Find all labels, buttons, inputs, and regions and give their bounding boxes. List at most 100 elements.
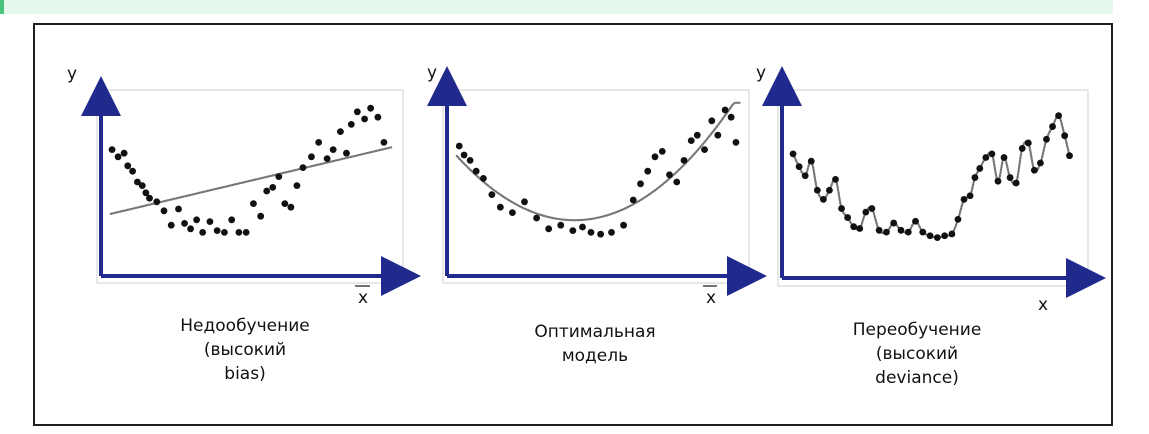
caption-optimal-line-2: модель <box>561 346 629 366</box>
data-point <box>199 229 207 236</box>
data-point <box>281 200 289 208</box>
data-point <box>496 203 504 211</box>
data-point <box>883 228 890 236</box>
data-point <box>948 230 956 238</box>
data-point <box>862 208 870 216</box>
panel-overfit-x-label: x <box>1038 295 1048 315</box>
data-point <box>347 121 355 128</box>
panel-underfit-x-label: x <box>358 288 368 308</box>
top-strip <box>0 0 1113 14</box>
data-point <box>134 178 141 186</box>
panel-optimal-fit <box>455 101 741 222</box>
data-point <box>941 232 949 240</box>
data-point <box>329 146 337 154</box>
data-point <box>361 115 368 123</box>
panel-overfit-points <box>789 112 1073 242</box>
data-point <box>789 150 797 158</box>
data-point <box>129 167 136 175</box>
panel-optimal-x-label: x <box>706 288 716 308</box>
data-point <box>976 165 984 172</box>
data-point <box>323 155 331 163</box>
data-point <box>466 157 474 164</box>
data-point <box>1061 132 1069 140</box>
data-point <box>960 195 968 203</box>
data-point <box>666 171 673 179</box>
data-point <box>673 178 681 186</box>
data-point <box>269 184 277 191</box>
data-point <box>146 194 153 202</box>
data-point <box>1000 154 1008 161</box>
data-point <box>263 187 271 195</box>
data-point <box>637 180 644 188</box>
caption-underfit-line-3: bias) <box>224 364 266 384</box>
data-point <box>801 172 809 180</box>
data-point <box>242 229 250 236</box>
data-point <box>235 229 243 236</box>
data-point <box>160 207 168 215</box>
data-point <box>826 186 833 194</box>
caption-overfit-line-1: Переобучение <box>852 320 982 340</box>
data-point <box>988 150 996 158</box>
data-point <box>299 164 307 172</box>
data-point <box>181 220 188 227</box>
data-point <box>257 212 265 220</box>
data-point <box>658 148 666 155</box>
data-point <box>897 226 905 234</box>
data-point <box>460 151 468 159</box>
data-point <box>250 200 257 208</box>
caption-overfit-line-2: (высокий <box>875 344 959 364</box>
data-point <box>187 225 194 233</box>
data-point <box>727 113 735 121</box>
data-point <box>1049 123 1056 130</box>
data-point <box>1066 152 1073 160</box>
data-point <box>315 139 323 146</box>
data-point <box>488 191 496 199</box>
data-point <box>1006 174 1014 181</box>
data-point <box>108 146 116 154</box>
caption-underfit-line-2: (высокий <box>203 340 287 360</box>
data-point <box>579 223 586 231</box>
data-point <box>521 198 528 206</box>
data-point <box>138 182 146 190</box>
data-point <box>374 113 382 121</box>
data-point <box>919 228 927 236</box>
panel-overfit: y x <box>756 63 1106 315</box>
data-point <box>890 219 898 227</box>
data-point <box>620 221 627 229</box>
data-point <box>813 186 821 194</box>
data-point <box>569 227 577 235</box>
data-point <box>287 203 295 211</box>
panel-underfit: y x <box>67 64 421 308</box>
data-point <box>844 214 852 221</box>
panel-optimal: y x <box>427 63 767 308</box>
data-point <box>954 216 962 223</box>
data-point <box>856 225 864 232</box>
data-point <box>275 173 283 181</box>
data-point <box>1018 145 1026 152</box>
data-point <box>597 230 605 238</box>
data-point <box>982 154 990 161</box>
data-point <box>644 167 652 175</box>
data-point <box>557 221 565 229</box>
data-point <box>687 137 695 145</box>
data-point <box>966 192 974 200</box>
data-point <box>721 106 729 114</box>
data-point <box>353 108 361 116</box>
data-point <box>533 214 540 222</box>
data-point <box>367 104 375 112</box>
caption-overfit-line-3: deviance) <box>875 368 959 388</box>
data-point <box>933 234 941 242</box>
data-point <box>545 225 553 233</box>
data-point <box>629 196 637 204</box>
caption-overfit: Переобучение (высокий deviance) <box>832 318 1002 390</box>
data-point <box>213 227 221 235</box>
data-point <box>832 175 839 183</box>
data-point <box>124 162 132 170</box>
data-point <box>1037 159 1044 167</box>
data-point <box>221 229 228 236</box>
data-point <box>714 131 722 139</box>
data-point <box>455 142 463 150</box>
data-point <box>819 195 827 203</box>
data-point <box>971 174 979 181</box>
data-point <box>850 223 858 231</box>
